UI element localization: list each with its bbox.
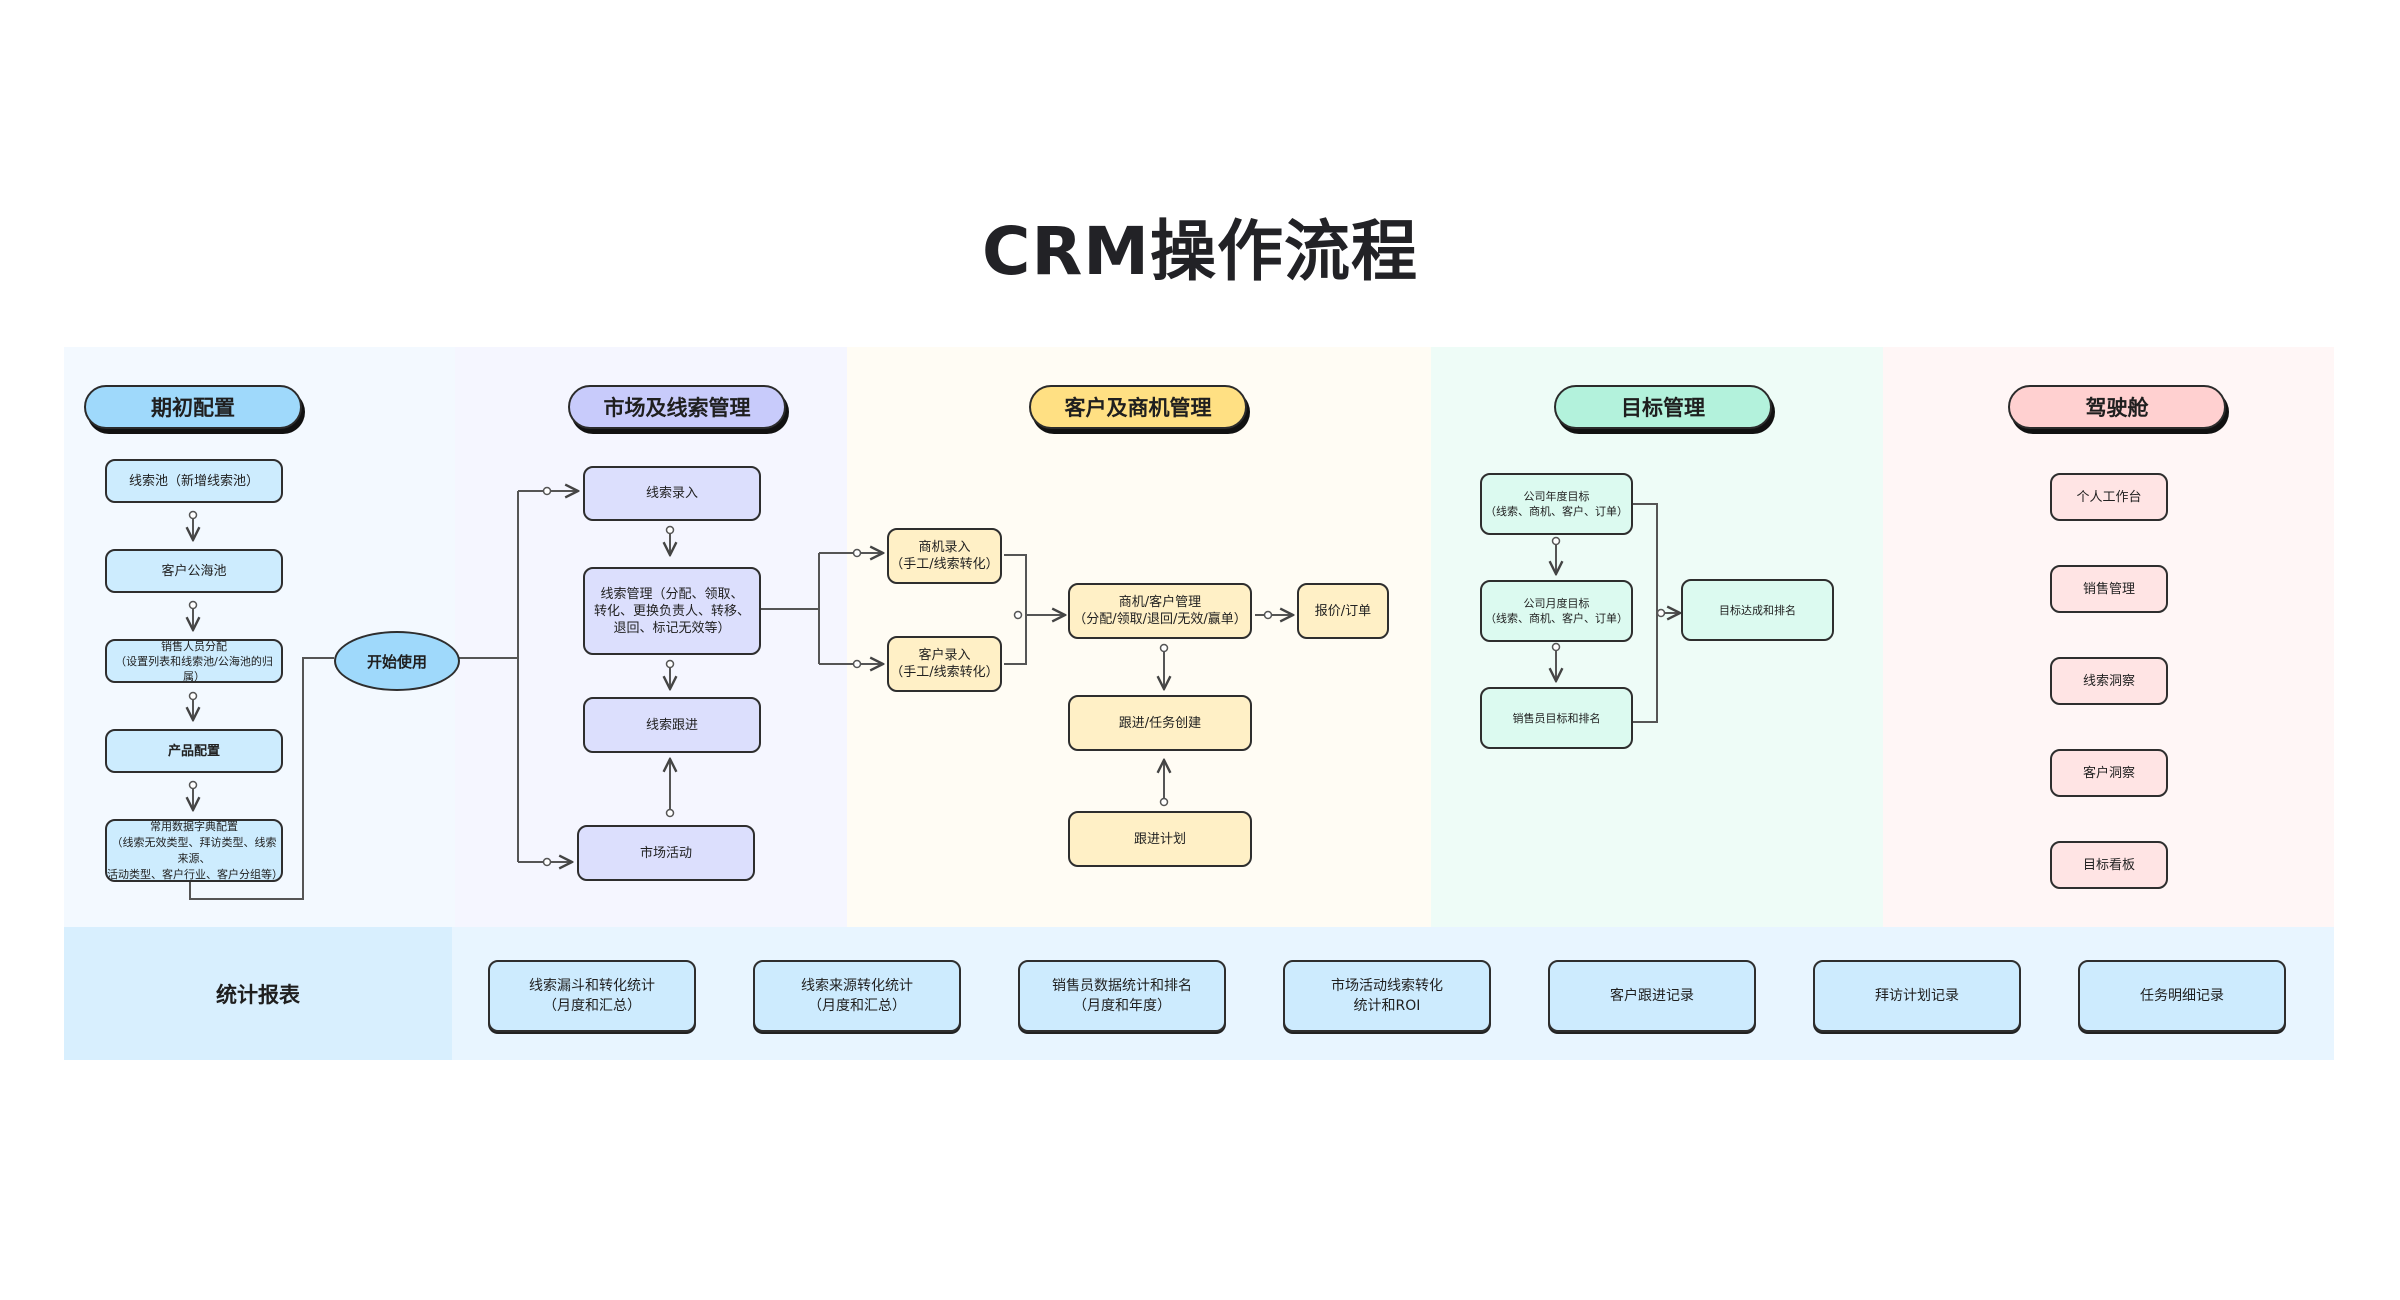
header-marketing-leads: 市场及线索管理	[568, 385, 786, 429]
reports-header: 统计报表	[64, 927, 452, 1060]
node-sales-staff-assignment[interactable]: 销售人员分配 （设置列表和线索池/公海池的归属）	[105, 639, 283, 683]
node-customer-insight[interactable]: 客户洞察	[2050, 749, 2168, 797]
report-lead-source[interactable]: 线索来源转化统计 （月度和汇总）	[753, 960, 961, 1032]
report-marketing-roi[interactable]: 市场活动线索转化 统计和ROI	[1283, 960, 1491, 1032]
report-visit-plan[interactable]: 拜访计划记录	[1813, 960, 2021, 1032]
start-node[interactable]: 开始使用	[334, 631, 460, 691]
node-product-config[interactable]: 产品配置	[105, 729, 283, 773]
node-customer-entry[interactable]: 客户录入 （手工/线索转化）	[887, 636, 1002, 692]
node-target-dashboard[interactable]: 目标看板	[2050, 841, 2168, 889]
node-lead-insight[interactable]: 线索洞察	[2050, 657, 2168, 705]
node-lead-management[interactable]: 线索管理（分配、领取、 转化、更换负责人、转移、 退回、标记无效等）	[583, 567, 761, 655]
node-followup-task-creation[interactable]: 跟进/任务创建	[1068, 695, 1252, 751]
node-opportunity-entry[interactable]: 商机录入 （手工/线索转化）	[887, 528, 1002, 584]
node-lead-followup[interactable]: 线索跟进	[583, 697, 761, 753]
node-data-dictionary-config[interactable]: 常用数据字典配置 （线索无效类型、拜访类型、线索来源、 活动类型、客户行业、客户…	[105, 819, 283, 882]
header-customer-opportunity: 客户及商机管理	[1029, 385, 1247, 429]
page-title: CRM操作流程	[982, 213, 1418, 290]
node-followup-plan[interactable]: 跟进计划	[1068, 811, 1252, 867]
report-salesperson-stats[interactable]: 销售员数据统计和排名 （月度和年度）	[1018, 960, 1226, 1032]
node-customer-public-pool[interactable]: 客户公海池	[105, 549, 283, 593]
node-lead-pool[interactable]: 线索池（新增线索池）	[105, 459, 283, 503]
node-lead-entry[interactable]: 线索录入	[583, 466, 761, 521]
section-cockpit	[1883, 347, 2334, 927]
node-quote-order[interactable]: 报价/订单	[1297, 583, 1389, 639]
node-salesperson-target-ranking[interactable]: 销售员目标和排名	[1480, 687, 1633, 749]
node-sales-management[interactable]: 销售管理	[2050, 565, 2168, 613]
node-company-monthly-target[interactable]: 公司月度目标 （线索、商机、客户、订单）	[1480, 580, 1633, 642]
node-opportunity-customer-management[interactable]: 商机/客户管理 （分配/领取/退回/无效/赢单）	[1068, 583, 1252, 639]
node-marketing-activity[interactable]: 市场活动	[577, 825, 755, 881]
header-cockpit: 驾驶舱	[2008, 385, 2226, 429]
node-company-annual-target[interactable]: 公司年度目标 （线索、商机、客户、订单）	[1480, 473, 1633, 535]
node-target-achievement-ranking[interactable]: 目标达成和排名	[1681, 579, 1834, 641]
report-lead-funnel[interactable]: 线索漏斗和转化统计 （月度和汇总）	[488, 960, 696, 1032]
node-personal-workbench[interactable]: 个人工作台	[2050, 473, 2168, 521]
report-task-detail[interactable]: 任务明细记录	[2078, 960, 2286, 1032]
report-customer-followup[interactable]: 客户跟进记录	[1548, 960, 1756, 1032]
header-initial-config: 期初配置	[84, 385, 302, 429]
header-target-management: 目标管理	[1554, 385, 1772, 429]
